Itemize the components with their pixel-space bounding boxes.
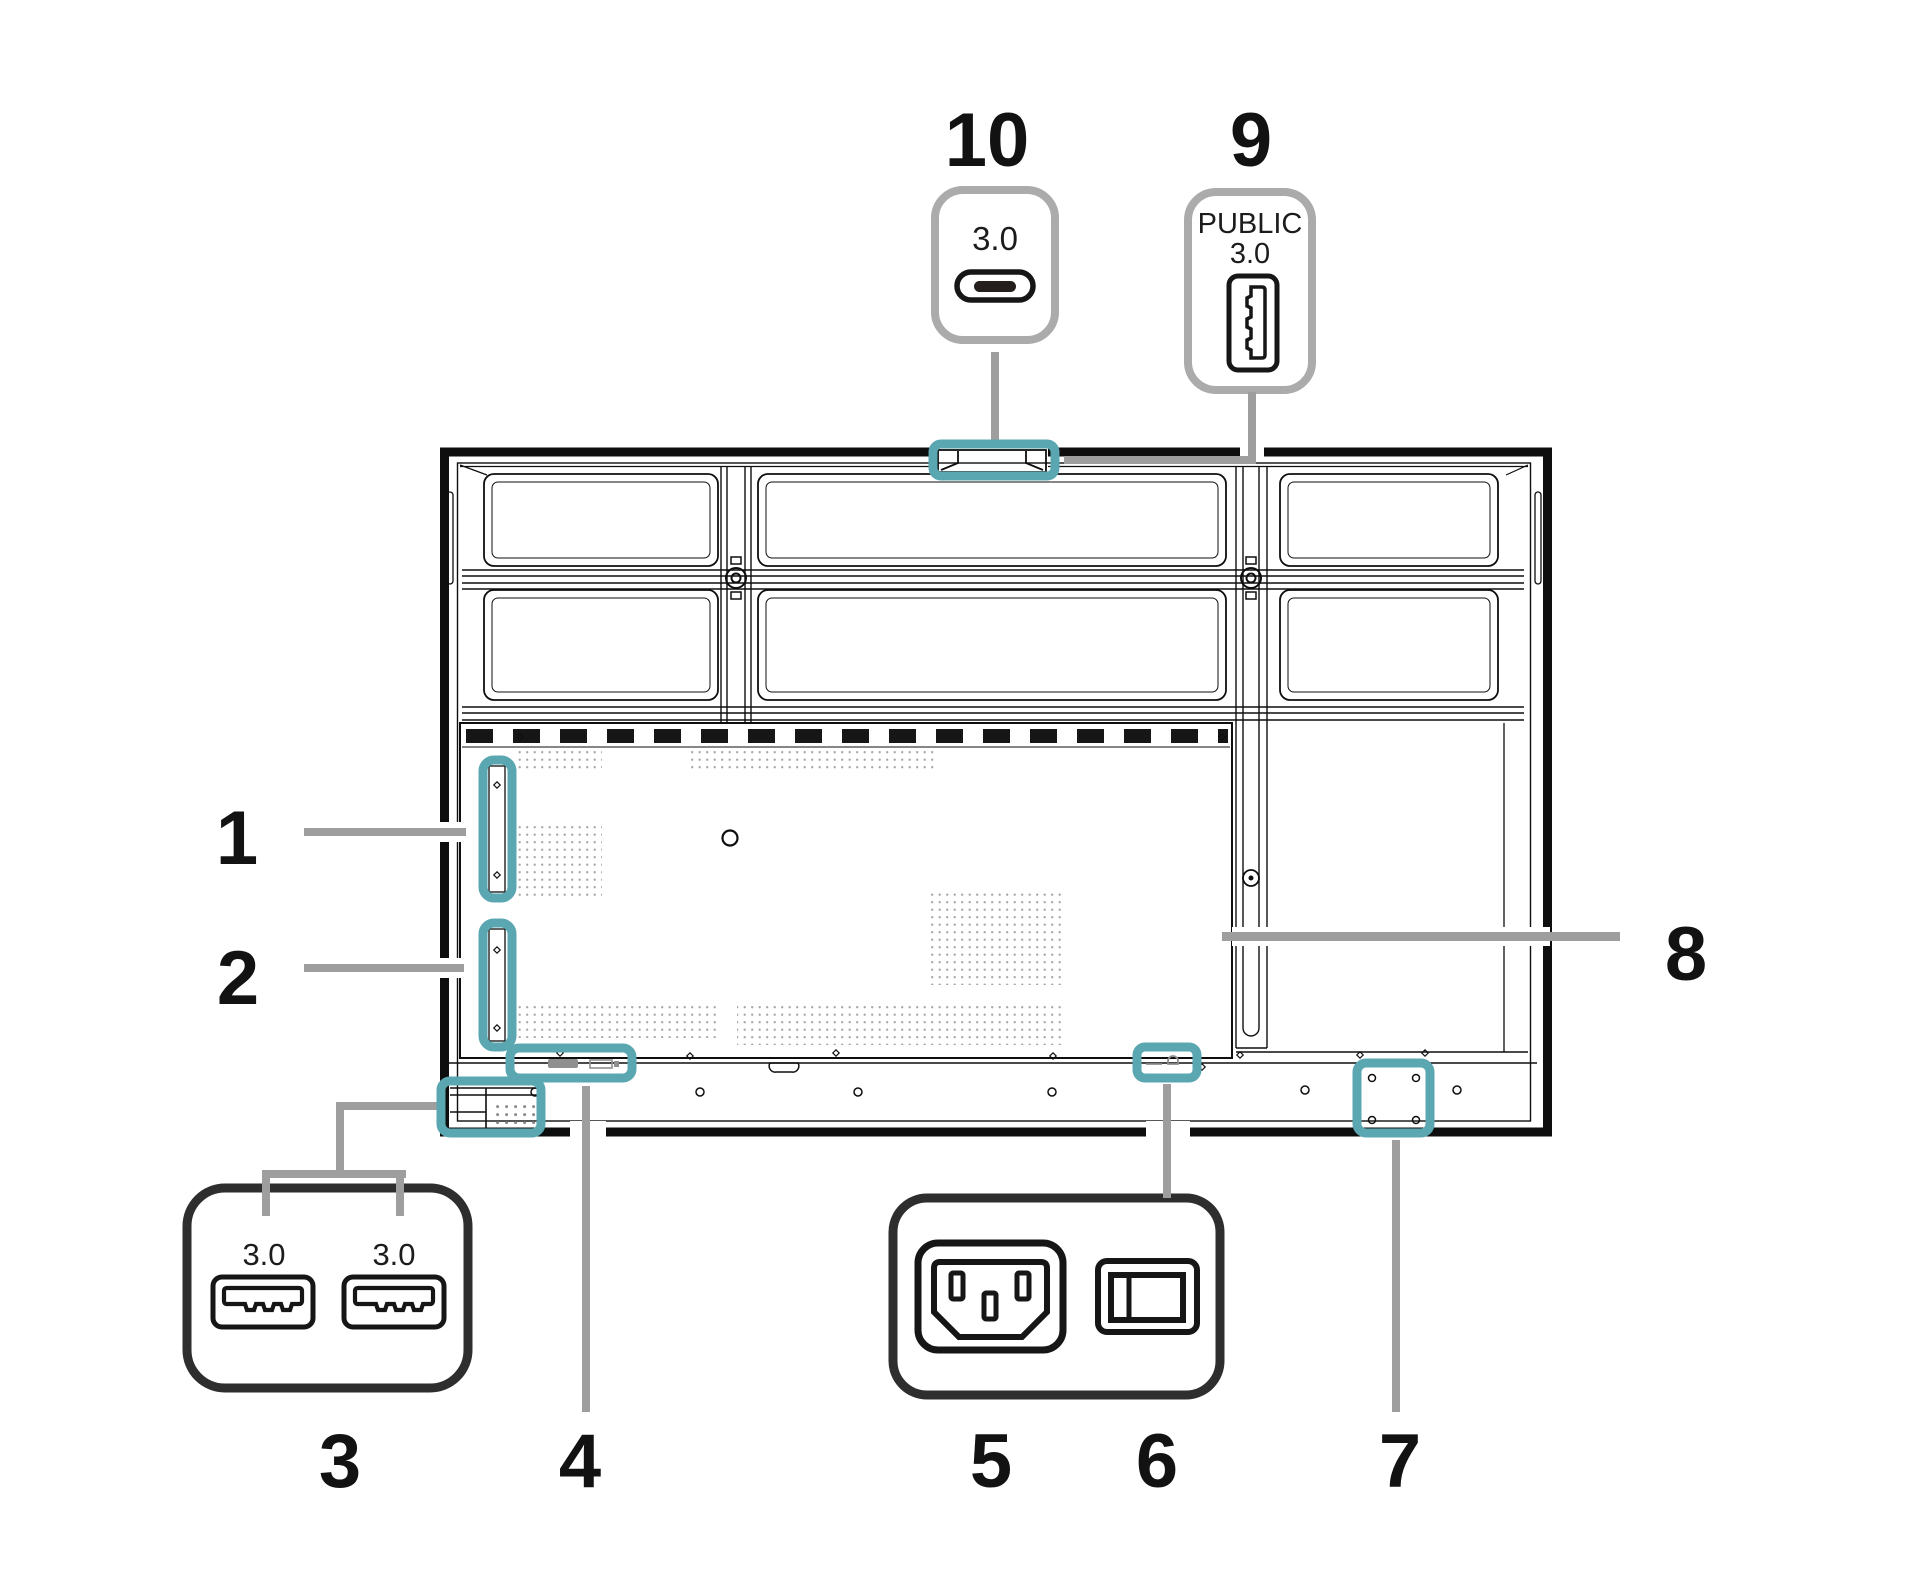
strip-screw-holes — [530, 1085, 1462, 1097]
leader-4 — [582, 1086, 590, 1412]
usb-a-public-label-2: 3.0 — [1230, 238, 1270, 270]
left-edge-slot — [446, 491, 454, 585]
horizontal-rail-lower — [462, 706, 1524, 721]
highlight-power-inlet — [1132, 1042, 1202, 1083]
callout-side-usb: 3.0 3.0 — [182, 1183, 473, 1393]
callout-number-7: 7 — [1379, 1419, 1421, 1504]
leader-lines — [262, 352, 1620, 1412]
speaker-vent-dots — [516, 747, 1065, 1045]
vent-slots — [466, 729, 1228, 743]
leader-1 — [304, 828, 466, 836]
leader-9-h — [1064, 456, 1256, 464]
callout-usb-c: 3.0 — [931, 186, 1059, 344]
leader-5-6 — [1163, 1084, 1171, 1198]
right-edge-slot — [1534, 491, 1542, 585]
side-usb-left-label: 3.0 — [242, 1237, 285, 1272]
callout-number-9: 9 — [1230, 98, 1272, 183]
leader-2 — [304, 964, 464, 972]
cover-screw-hole — [721, 829, 739, 847]
leader-10 — [991, 352, 999, 440]
usb-a-public-label-1: PUBLIC — [1198, 208, 1303, 240]
recessed-panel-inner — [491, 597, 711, 693]
horizontal-rail-upper — [462, 569, 1524, 590]
module-slot-screws — [1367, 1073, 1421, 1125]
bottom-tab — [768, 1062, 800, 1073]
recessed-panel-inner — [1287, 597, 1491, 693]
side-usb-right-label: 3.0 — [372, 1237, 415, 1272]
vesa-screw-icon — [725, 556, 747, 600]
recessed-panel — [483, 473, 719, 567]
side-port-bay-lower — [488, 928, 506, 1042]
vertical-rail-right — [1235, 467, 1268, 1049]
callout-number-10: 10 — [945, 98, 1030, 183]
recessed-panel — [757, 473, 1227, 567]
vertical-rail-right-slot — [1242, 467, 1260, 1037]
recessed-panel — [757, 589, 1227, 701]
callout-number-3: 3 — [319, 1419, 361, 1504]
callout-power — [888, 1193, 1225, 1400]
leader-3-bracket — [262, 1170, 406, 1178]
highlight-side-ports-1 — [478, 755, 517, 903]
vertical-rail-left — [720, 467, 752, 722]
recessed-panel — [483, 589, 719, 701]
leader-3-v1 — [336, 1102, 344, 1178]
power-switch-icon — [1095, 1258, 1200, 1335]
side-port-bay-upper — [488, 765, 506, 893]
power-area-glyphs — [1146, 1055, 1179, 1065]
bottom-port-glyphs — [548, 1059, 619, 1069]
leader-3-h1 — [336, 1102, 440, 1110]
highlight-corner-usb — [436, 1076, 546, 1138]
recessed-panel — [1279, 589, 1499, 701]
leader-9-v — [1248, 392, 1256, 462]
leader-7 — [1392, 1140, 1400, 1412]
top-chamfer-lines — [459, 464, 1529, 476]
leader-3-drop-left — [262, 1170, 270, 1216]
usb-c-label: 3.0 — [972, 220, 1018, 257]
leader-3-drop-right — [396, 1170, 404, 1216]
recessed-panel-inner — [491, 481, 711, 559]
highlight-side-ports-2 — [478, 918, 517, 1052]
highlight-bottom-ports — [505, 1043, 637, 1083]
usb-c-icon — [954, 269, 1036, 303]
usb-a-vertical-icon — [1226, 273, 1280, 373]
callout-number-1: 1 — [216, 796, 258, 881]
callout-number-2: 2 — [217, 936, 259, 1021]
callout-number-4: 4 — [559, 1419, 601, 1504]
panel-inner-frame — [456, 462, 1532, 1122]
callout-numbers: 1 2 3 4 5 6 7 8 9 10 — [216, 98, 1707, 1504]
recessed-panel-inner — [1287, 481, 1491, 559]
highlight-top-ports — [928, 439, 1060, 481]
display-rear-view — [440, 441, 1552, 1137]
recessed-panels — [483, 473, 1499, 701]
vesa-screw-icon — [1240, 556, 1262, 600]
recessed-panel — [1279, 473, 1499, 567]
callout-number-6: 6 — [1136, 1419, 1178, 1504]
leader-8 — [1222, 932, 1620, 941]
callout-usb-a-public: PUBLIC 3.0 — [1184, 188, 1316, 394]
recessed-panel-inner — [765, 597, 1219, 693]
screw-point-icon — [1242, 869, 1260, 887]
ac-inlet-icon — [914, 1239, 1067, 1354]
corner-usb-block — [450, 1087, 538, 1130]
main-back-cover — [459, 722, 1233, 1059]
port-highlights — [436, 439, 1435, 1138]
recessed-panel-inner — [765, 481, 1219, 559]
highlight-module-slot — [1352, 1058, 1435, 1138]
callout-number-8: 8 — [1665, 912, 1707, 997]
callout-number-5: 5 — [970, 1419, 1012, 1504]
